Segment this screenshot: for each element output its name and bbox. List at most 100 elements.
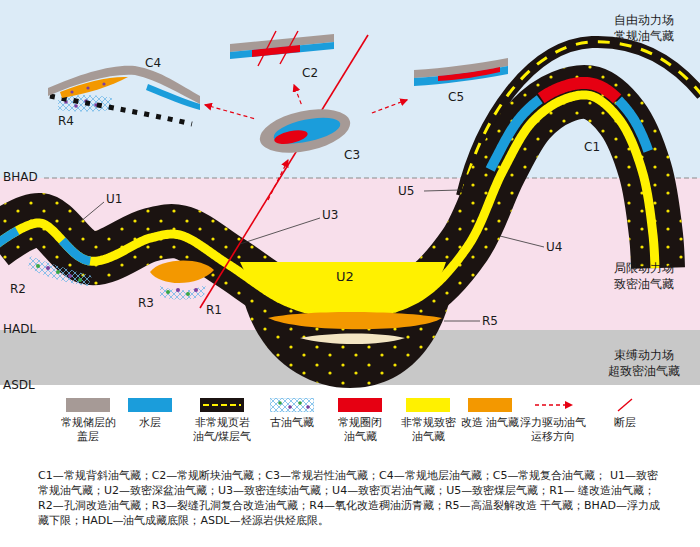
migration-arrow	[268, 160, 288, 200]
migration-arrow	[372, 100, 407, 113]
reservoir-part	[271, 113, 342, 149]
reservoir-box: C4	[44, 50, 202, 114]
basin-core-lens	[300, 334, 405, 345]
reservoir-part	[258, 31, 276, 66]
fault-line	[200, 35, 368, 308]
shale-layer	[0, 92, 658, 312]
legend-swatch	[270, 398, 314, 412]
callout-number: R5	[482, 314, 498, 328]
reservoir-part	[252, 45, 300, 57]
water-layer	[0, 231, 17, 247]
shale-dots	[0, 92, 658, 312]
callout-number: R2	[10, 282, 26, 296]
leader-line	[424, 190, 460, 191]
paleo-reservoir	[28, 256, 92, 286]
caption: C1—常规背斜油气藏；C2—常规断块油气藏；C3—常规岩性油气藏；C4—常规地层…	[38, 468, 668, 528]
legend-item: 常规圈闭 油气藏	[326, 398, 394, 444]
legend-text: 浮力驱动油气 运移方向	[519, 416, 587, 444]
paleo-dot	[166, 290, 170, 294]
reservoir-shape	[226, 30, 340, 82]
legend-item: 浮力驱动油气 运移方向	[519, 398, 587, 444]
reservoir-part	[438, 67, 500, 81]
legend-item: 非常规致密 油气藏	[394, 398, 462, 444]
migration-arrow	[205, 105, 254, 119]
callout-number: U1	[106, 192, 122, 206]
callout-number: U2	[336, 270, 354, 284]
callout-number: R4	[58, 114, 74, 128]
legend-text: 水层	[116, 416, 184, 430]
boundary-label: BHAD	[3, 170, 38, 184]
reservoir-part	[414, 66, 508, 86]
paleo-dot	[36, 264, 40, 268]
reservoir-part	[70, 90, 73, 93]
reservoir-part	[146, 84, 200, 110]
callout-number: C1	[584, 140, 600, 154]
fault-sample	[618, 399, 632, 411]
reservoir-part	[256, 106, 354, 160]
paleo-dot	[194, 288, 198, 292]
reworked-reservoir	[150, 260, 214, 283]
field-zone: 局限动力场 致密油气藏	[0, 178, 700, 330]
reservoir-part	[86, 86, 89, 89]
legend-text: 常规储层的 盖层	[54, 416, 122, 444]
zone-label: 自由动力场 常规油气藏	[598, 12, 690, 44]
water-layer	[62, 240, 90, 261]
leader-line	[444, 321, 480, 322]
callout-number: U5	[398, 184, 414, 198]
tight-deep-basin-reservoir	[240, 262, 446, 312]
legend-item: 断层	[591, 398, 659, 430]
shale-band	[0, 83, 658, 315]
legend-text: 非常规致密 油气藏	[394, 416, 462, 444]
reservoir-shape	[44, 50, 202, 114]
boundary-label: ASDL	[3, 378, 35, 392]
bhad-line	[44, 178, 700, 179]
water-layer	[490, 99, 540, 169]
paleo-reservoir	[160, 284, 206, 300]
gas-stripe	[203, 404, 241, 406]
reservoir-box: C3	[256, 106, 370, 164]
paleo-dot	[56, 270, 60, 274]
reservoir-part	[60, 77, 128, 98]
legend-swatch	[128, 398, 172, 412]
paleo-dot	[74, 104, 78, 108]
legend-swatch	[66, 398, 110, 412]
tight-reservoir-stripe	[0, 95, 655, 315]
zone-label: 局限动力场 致密油气藏	[598, 260, 690, 292]
paleo-dot	[278, 401, 282, 405]
legend-item: 常规储层的 盖层	[54, 398, 122, 444]
free-field-ground	[0, 0, 700, 178]
shale-sample	[200, 398, 244, 412]
reservoir-box: C2	[226, 30, 340, 82]
paleo-dot	[306, 405, 310, 409]
zone-label: 束缚动力场 超致密油气藏	[598, 347, 690, 379]
migration-arrow	[294, 85, 301, 104]
leader-line	[500, 236, 544, 247]
reservoir-label: C3	[344, 147, 360, 163]
paleo-dot	[298, 401, 302, 405]
leader-line	[80, 202, 104, 222]
legend-swatch	[603, 398, 647, 412]
water-layer	[618, 100, 648, 151]
migration-sample	[535, 404, 565, 405]
legend-text: 古油气藏	[258, 416, 326, 430]
anticline-trap	[541, 83, 617, 99]
reservoir-part	[230, 42, 334, 59]
legend-item: 非常规页岩 油气/煤层气	[188, 398, 256, 444]
legend-item: 水层	[116, 398, 184, 430]
legend-text: 常规圈闭 油气藏	[326, 416, 394, 444]
reservoir-label: C4	[145, 55, 161, 71]
reservoir-part	[273, 128, 309, 147]
arrowhead	[565, 401, 573, 409]
callout-number: U3	[322, 208, 338, 222]
legend-item: 改造 油气藏	[456, 398, 524, 430]
paleo-sample	[270, 398, 314, 412]
reservoir-part	[280, 31, 298, 64]
reservoir-label: C2	[302, 65, 318, 81]
field-zone: 束缚动力场 超致密油气藏	[0, 330, 700, 385]
legend-swatch	[338, 398, 382, 412]
legend-item: 古油气藏	[258, 398, 326, 430]
callout-number: R3	[138, 296, 154, 310]
paleo-dot	[176, 288, 180, 292]
